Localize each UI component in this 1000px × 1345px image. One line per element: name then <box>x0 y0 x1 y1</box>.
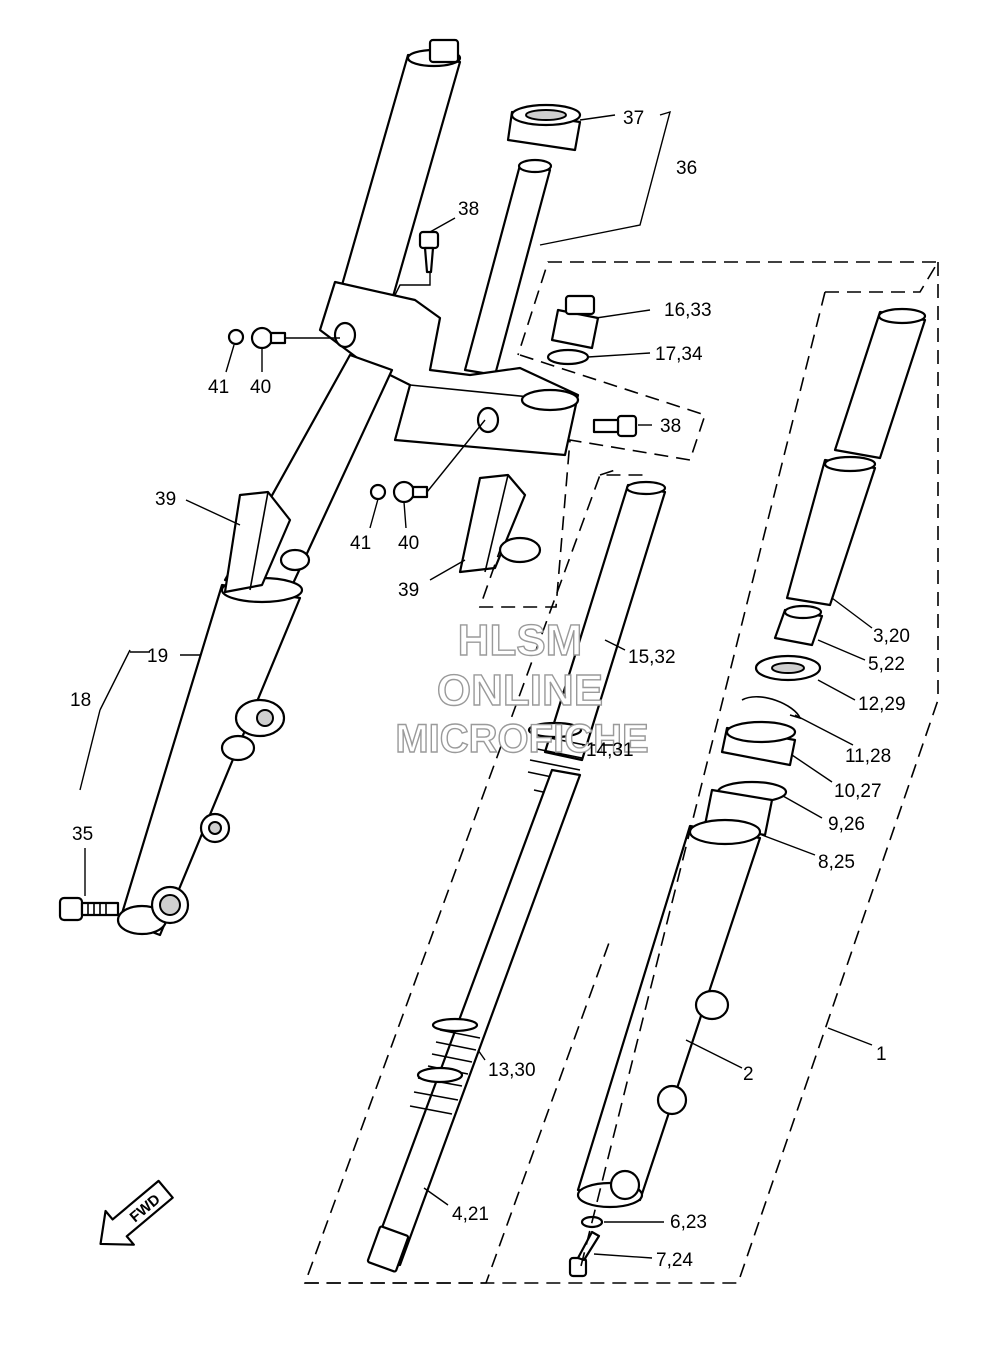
watermark-line-2: ONLINE <box>437 666 603 715</box>
callout-7-24: 7,24 <box>656 1250 693 1271</box>
callout-37: 37 <box>623 108 644 129</box>
forward-direction-arrow: FWD <box>99 1179 174 1246</box>
fork-tube-lower <box>785 458 877 607</box>
outer-tube <box>576 824 762 1202</box>
callout-15-32: 15,32 <box>628 647 676 668</box>
watermark-line-3: MICROFICHE <box>395 717 648 761</box>
assembly-dashed-outline-3 <box>478 354 707 608</box>
damper-rod-group <box>366 294 667 1273</box>
damper-rod <box>368 768 582 1267</box>
lower-bracket-bolt <box>592 414 638 438</box>
callout-41-lower: 41 <box>350 533 371 554</box>
callout-41-upper: 41 <box>208 377 229 398</box>
steering-stem <box>463 163 552 377</box>
callout-40-lower: 40 <box>398 533 419 554</box>
fork-dashed-outline <box>579 291 826 1271</box>
watermark-line-1: HLSM <box>458 616 583 665</box>
left-fork-guard <box>223 490 292 594</box>
right-fork-guard <box>458 473 542 574</box>
left-inner-tube <box>338 53 462 302</box>
left-fork-assembly <box>116 38 582 937</box>
left-lower-slider <box>118 583 302 937</box>
assembly-dashed-outline-2 <box>305 939 611 1284</box>
callout-12-29: 12,29 <box>858 694 906 715</box>
callout-4-21: 4,21 <box>452 1204 489 1225</box>
callout-10-27: 10,27 <box>834 781 882 802</box>
callout-13-30: 13,30 <box>488 1060 536 1081</box>
callout-1: 1 <box>876 1044 887 1065</box>
callout-5-22: 5,22 <box>868 654 905 675</box>
callout-labels: 37 36 38 16,33 17,34 38 41 40 41 40 39 3… <box>70 108 910 1271</box>
right-cap-41-lower <box>369 483 387 501</box>
callout-11-28: 11,28 <box>845 746 891 767</box>
cap-bolt <box>550 308 600 350</box>
upper-bracket-bolt <box>418 230 440 274</box>
callout-38-lower: 38 <box>660 416 681 437</box>
outer-tube-group <box>568 307 927 1278</box>
callout-9-26: 9,26 <box>828 814 865 835</box>
callout-6-23: 6,23 <box>670 1212 707 1233</box>
callout-8-25: 8,25 <box>818 852 855 873</box>
callout-36: 36 <box>676 158 697 179</box>
callout-16-33: 16,33 <box>664 300 712 321</box>
callout-17-34: 17,34 <box>655 344 703 365</box>
callout-18: 18 <box>70 690 91 711</box>
callout-14-31: 14,31 <box>586 740 634 761</box>
left-cap-41-upper <box>227 328 245 346</box>
leader-lines <box>79 110 873 1259</box>
callout-35: 35 <box>72 824 93 845</box>
watermark: HLSM ONLINE MICROFICHE <box>395 615 650 761</box>
fork-spring-upper <box>527 721 586 799</box>
o-ring <box>546 348 590 366</box>
callout-39-left: 39 <box>155 489 176 510</box>
callout-39-right: 39 <box>398 580 419 601</box>
arrow-icon <box>99 1179 174 1246</box>
fork-cap-bolt <box>428 38 460 64</box>
left-bolt-40-upper <box>250 326 287 350</box>
callout-38-upper: 38 <box>458 199 479 220</box>
right-bolt-40-lower <box>392 480 429 504</box>
circlip <box>741 695 802 720</box>
callout-19: 19 <box>147 646 168 667</box>
callout-3-20: 3,20 <box>873 626 910 647</box>
damper-rod-spring <box>409 1066 464 1115</box>
assembly-dashed-outline-1 <box>303 261 940 1284</box>
callout-40-upper: 40 <box>250 377 271 398</box>
callout-2: 2 <box>743 1064 754 1085</box>
rebound-spring <box>427 1017 481 1075</box>
axle-pinch-bolt <box>58 896 120 922</box>
steering-bearing <box>506 103 582 152</box>
fork-tube-upper <box>833 310 927 460</box>
